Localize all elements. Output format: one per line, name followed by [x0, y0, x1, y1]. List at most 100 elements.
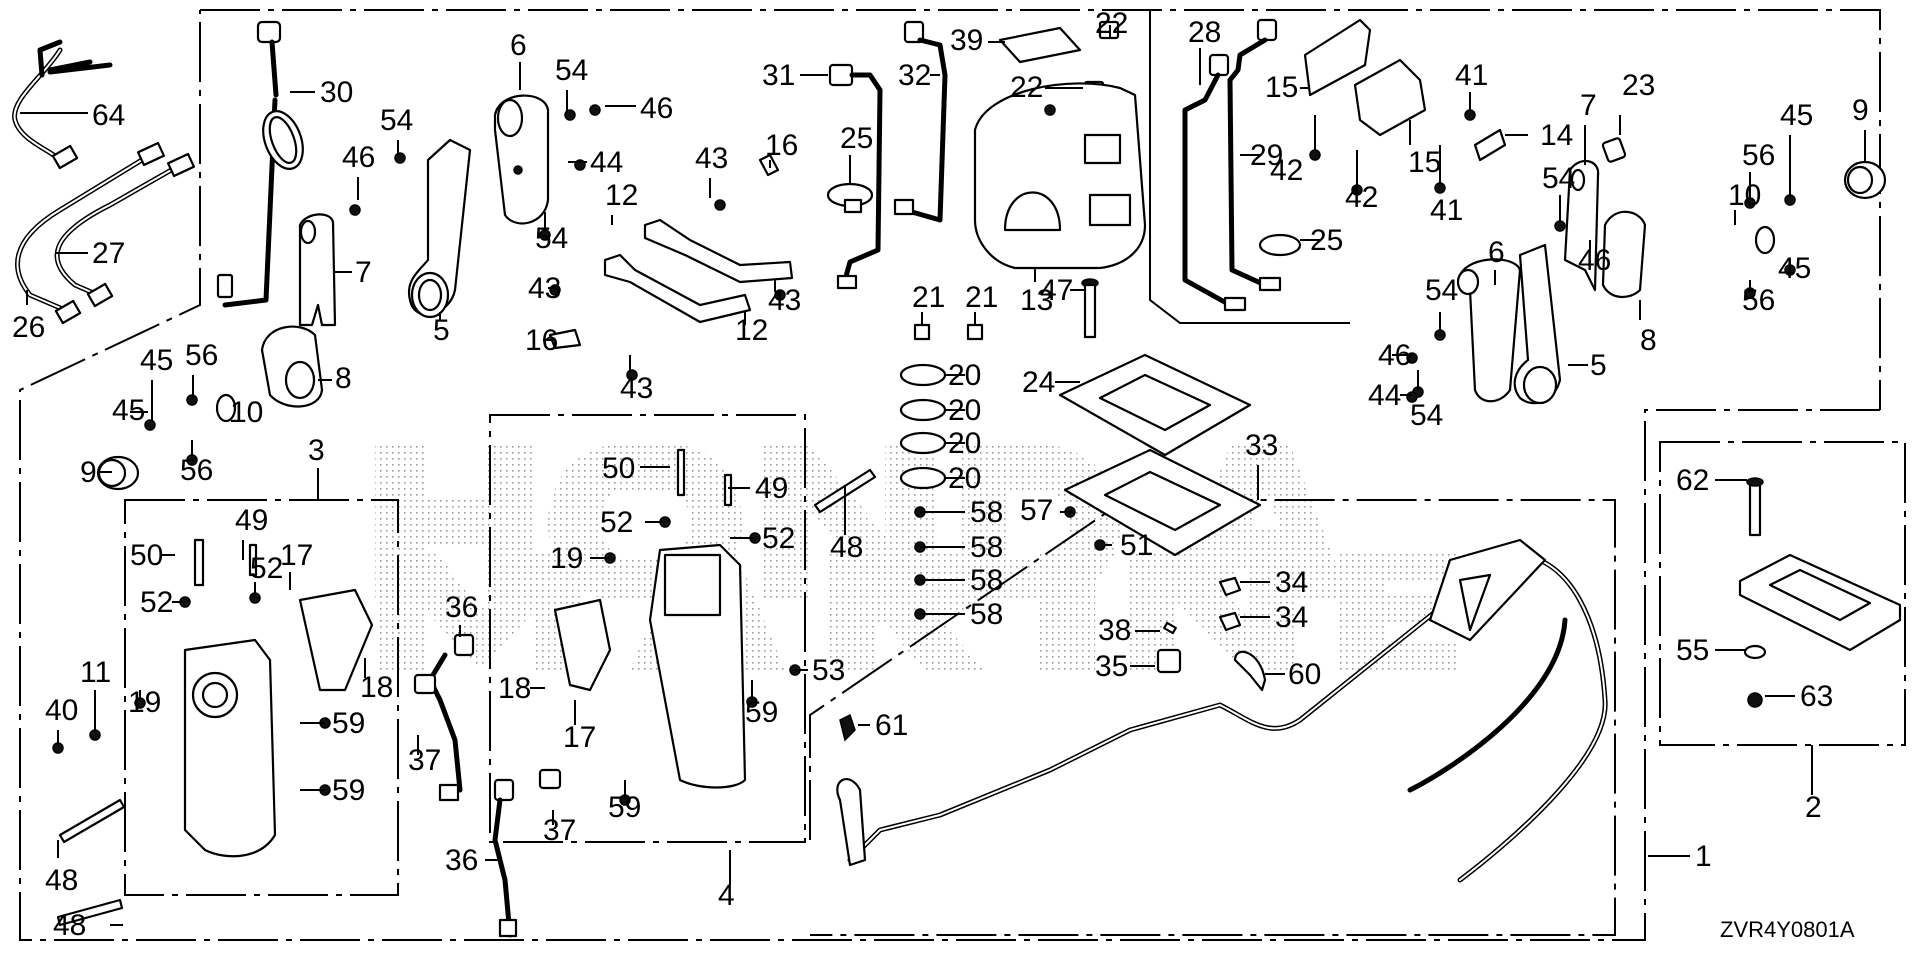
callout-56-washer[interactable]: 56 — [185, 339, 218, 372]
callout-50-spring[interactable]: 50 — [602, 452, 635, 485]
callout-40-screw[interactable]: 40 — [45, 694, 78, 727]
callout-45-screw[interactable]: 45 — [1780, 99, 1813, 132]
callout-25-cable-band[interactable]: 25 — [1310, 224, 1343, 257]
callout-37-connector[interactable]: 37 — [408, 744, 441, 777]
callout-42-screw[interactable]: 42 — [1270, 154, 1303, 187]
callout-14-plate[interactable]: 14 — [1540, 119, 1573, 152]
callout-36-switch-wire[interactable]: 36 — [445, 591, 478, 624]
part-21-spacers[interactable] — [913, 323, 984, 341]
callout-55-washer[interactable]: 55 — [1676, 634, 1709, 667]
callout-20-link-plate[interactable]: 20 — [948, 359, 981, 392]
part-13-box-cover[interactable] — [973, 82, 1147, 270]
callout-60-clamp[interactable]: 60 — [1288, 658, 1321, 691]
part-31-32-switch-wires[interactable] — [828, 20, 948, 290]
part-9-grommet-right[interactable] — [1843, 160, 1887, 200]
callout-46-screw[interactable]: 46 — [640, 92, 673, 125]
callout-54-washer[interactable]: 54 — [555, 54, 588, 87]
callout-30-switch-wire-coiled[interactable]: 30 — [320, 76, 353, 109]
callout-62-bolt[interactable]: 62 — [1676, 464, 1709, 497]
callout-36-switch-wire[interactable]: 36 — [445, 844, 478, 877]
callout-58-clip[interactable]: 58 — [970, 531, 1003, 564]
callout-34-clip[interactable]: 34 — [1275, 601, 1308, 634]
callout-38-label[interactable]: 38 — [1098, 614, 1131, 647]
callout-19-pin[interactable]: 19 — [550, 542, 583, 575]
callout-47-bolt[interactable]: 47 — [1040, 274, 1073, 307]
callout-1-remote-control-assy[interactable]: 1 — [1695, 840, 1712, 873]
callout-35-connector-cap[interactable]: 35 — [1095, 650, 1128, 683]
callout-48-bolt[interactable]: 48 — [830, 531, 863, 564]
callout-54-washer[interactable]: 54 — [380, 104, 413, 137]
callout-20-link-plate[interactable]: 20 — [948, 462, 981, 495]
callout-21-spacer[interactable]: 21 — [912, 281, 945, 314]
part-7-lever-cover[interactable] — [298, 213, 337, 327]
callout-12-bracket[interactable]: 12 — [605, 179, 638, 212]
callout-48-bolt[interactable]: 48 — [53, 909, 86, 942]
part-23-switch[interactable] — [1601, 137, 1627, 163]
part-5-lever-arm[interactable] — [407, 138, 472, 319]
callout-52-nut[interactable]: 52 — [140, 586, 173, 619]
callout-51-nut[interactable]: 51 — [1120, 529, 1153, 562]
part-36-37-switch-wires[interactable] — [413, 633, 562, 938]
callout-4-control-box-assy-right[interactable]: 4 — [718, 879, 735, 912]
part-30-switch-wire[interactable] — [216, 20, 310, 308]
part-20-link-plates[interactable] — [899, 363, 947, 490]
callout-7-lever-cover-left[interactable]: 7 — [355, 256, 372, 289]
callout-54-washer[interactable]: 54 — [1542, 162, 1575, 195]
callout-23-switch[interactable]: 23 — [1622, 69, 1655, 102]
callout-10-cap[interactable]: 10 — [1728, 179, 1761, 212]
callout-54-washer[interactable]: 54 — [1425, 274, 1458, 307]
callout-58-clip[interactable]: 58 — [970, 564, 1003, 597]
callout-43-screw[interactable]: 43 — [768, 284, 801, 317]
callout-45-screw[interactable]: 45 — [140, 344, 173, 377]
part-4-control-box[interactable] — [553, 448, 747, 789]
callout-59-clip[interactable]: 59 — [332, 707, 365, 740]
part-39-plate[interactable] — [998, 26, 1082, 64]
callout-39-plate[interactable]: 39 — [950, 24, 983, 57]
part-12-brackets[interactable] — [603, 218, 794, 324]
callout-58-clip[interactable]: 58 — [970, 496, 1003, 529]
callout-17-cover[interactable]: 17 — [280, 539, 313, 572]
callout-33-main-harness-group[interactable]: 33 — [1245, 429, 1278, 462]
callout-27-wire-harness-short[interactable]: 27 — [92, 237, 125, 270]
callout-59-clip[interactable]: 59 — [332, 774, 365, 807]
callout-26-wire-harness-long[interactable]: 26 — [12, 311, 45, 344]
callout-2-spacer-kit[interactable]: 2 — [1805, 791, 1822, 824]
callout-58-clip[interactable]: 58 — [970, 598, 1003, 631]
callout-25-cable-band[interactable]: 25 — [840, 122, 873, 155]
callout-31-neutral-switch-wire[interactable]: 31 — [762, 59, 795, 92]
callout-6-lever-grip-left[interactable]: 6 — [510, 29, 527, 62]
callout-20-link-plate[interactable]: 20 — [948, 427, 981, 460]
callout-63-nut[interactable]: 63 — [1800, 680, 1833, 713]
callout-9-grommet[interactable]: 9 — [80, 456, 97, 489]
callout-22-cap[interactable]: 22 — [1010, 71, 1043, 104]
callout-16-clip[interactable]: 16 — [765, 129, 798, 162]
callout-13-box-cover[interactable]: 13 — [1020, 284, 1053, 317]
callout-56-washer[interactable]: 56 — [1742, 139, 1775, 172]
callout-6-lever-grip-right[interactable]: 6 — [1488, 236, 1505, 269]
callout-5-lever-arm-left[interactable]: 5 — [433, 314, 450, 347]
part-6-lever-grip-right[interactable] — [1456, 258, 1522, 403]
callout-11-bracket[interactable]: 11 — [80, 656, 111, 689]
callout-53-nut[interactable]: 53 — [812, 654, 845, 687]
part-47-bolt[interactable] — [1081, 278, 1099, 339]
callout-18-clip[interactable]: 18 — [498, 672, 531, 705]
callout-59-clip[interactable]: 59 — [745, 696, 778, 729]
callout-43-screw[interactable]: 43 — [528, 272, 561, 305]
callout-29-switch-wire[interactable]: 29 — [1250, 139, 1283, 172]
part-5-lever-arm-right[interactable] — [1513, 243, 1562, 405]
callout-61-clip[interactable]: 61 — [875, 709, 908, 742]
part-7-lever-cover-right[interactable] — [1563, 159, 1600, 292]
callout-54-washer[interactable]: 54 — [535, 222, 568, 255]
part-25-cable-band[interactable] — [826, 182, 874, 214]
callout-54-washer[interactable]: 54 — [1410, 399, 1443, 432]
callout-46-screw[interactable]: 46 — [1578, 244, 1611, 277]
callout-3-control-box-assy-left[interactable]: 3 — [308, 434, 325, 467]
callout-49-spring[interactable]: 49 — [755, 472, 788, 505]
callout-50-spring[interactable]: 50 — [130, 539, 163, 572]
callout-17-cover[interactable]: 17 — [563, 721, 596, 754]
callout-45-screw[interactable]: 45 — [112, 394, 145, 427]
callout-20-link-plate[interactable]: 20 — [948, 394, 981, 427]
callout-10-cap[interactable]: 10 — [230, 396, 263, 429]
callout-16-clip[interactable]: 16 — [525, 324, 558, 357]
callout-45-screw[interactable]: 45 — [1778, 252, 1811, 285]
